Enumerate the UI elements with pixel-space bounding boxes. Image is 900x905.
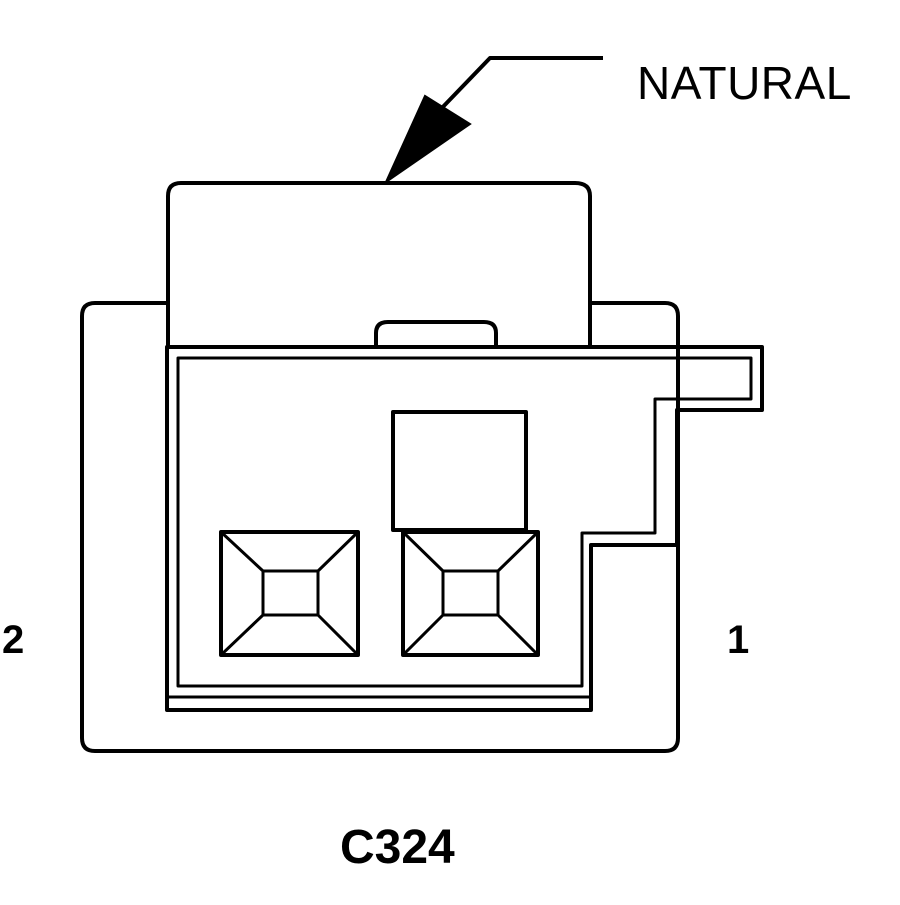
connector-id: C324 xyxy=(340,821,455,874)
face-outline xyxy=(167,347,762,710)
pin-number-right: 1 xyxy=(727,618,750,662)
face-outline-inner xyxy=(178,358,751,686)
terminal-cavity-2 xyxy=(221,532,358,655)
terminal-cavity-1 xyxy=(403,532,538,655)
lock-tab xyxy=(376,322,496,347)
keying-square xyxy=(393,412,526,530)
pin-number-left: 2 xyxy=(2,618,25,662)
color-label: NATURAL xyxy=(637,57,852,109)
leader-line xyxy=(438,58,603,112)
housing-outline xyxy=(82,303,678,751)
latch-block xyxy=(168,183,590,347)
leader-arrowhead xyxy=(386,96,470,182)
